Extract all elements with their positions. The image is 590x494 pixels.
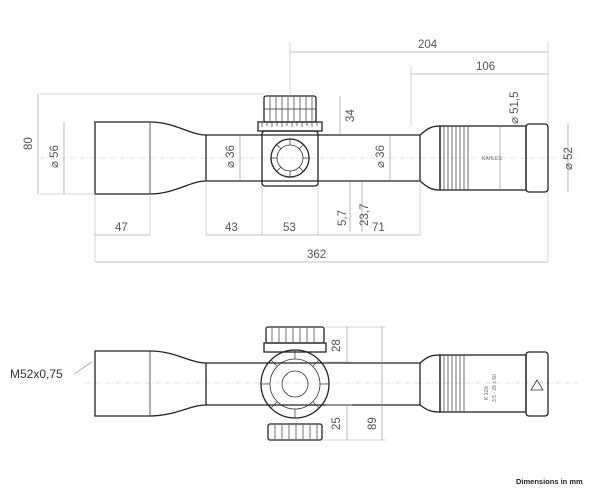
thread-label: M52x0,75 [10,367,63,381]
top-view: KAHLES [23,39,578,263]
power-ring-bottom-knurl [443,355,465,412]
dim-objective-bell: 47 [115,222,128,234]
dim-tube-rear-dia: ⌀ 36 [375,145,387,168]
dim-tube-rear: 71 [372,222,385,234]
triangle-marker-icon [530,379,544,391]
dim-mount-offset-a: 5,7 [337,210,349,226]
dim-tube-front: 43 [225,222,238,234]
main-tube-bottom [206,362,421,406]
dim-tube-front-dia: ⌀ 36 [225,145,237,168]
power-ring-taper-bottom [419,354,441,413]
side-knob-ridges [270,138,310,178]
dim-ocular-dia: ⌀ 52 [563,147,575,170]
dim-rear-section: 106 [476,61,495,73]
thread-leader [73,361,93,375]
ocular-mark-model: K 328i [484,386,490,400]
dimension-lines [37,51,569,263]
bottom-knob-knurl [274,425,318,439]
dim-turret-section: 53 [283,222,296,234]
windage-knob-center [281,370,309,398]
dim-mount-offset-b: 23,7 [359,204,371,226]
bottom-knob [267,423,323,441]
elevation-knob-knurl [264,97,316,121]
elevation-knob-bottom [265,326,325,344]
ocular-mark-spec: 3.5 - 28 x 50 [492,374,498,402]
elevation-scale-bottom [263,342,327,353]
windage-knob-ring [269,358,321,410]
dim-ocular-ring-dia: ⌀ 51,5 [509,91,521,124]
dim-front-to-turret: 204 [418,39,438,51]
eyepiece [525,123,549,193]
extension-lines [40,42,549,262]
objective-bell-bottom [94,350,207,417]
power-ring-knurl [443,126,469,190]
power-ring-bottom [439,354,527,413]
dim-overall-height: 89 [367,417,379,430]
eyepiece-bottom [525,351,549,417]
bottom-view: K 328i 3.5 - 28 x 50 M52x0,75 28 25 89 [10,326,578,441]
dim-overall-length: 362 [307,249,326,261]
dim-objective-dia: ⌀ 56 [49,145,61,168]
dim-turret-bottom: 25 [331,417,343,430]
bottom-dimension-lines [346,327,383,440]
brand-label: KAHLES [482,156,502,162]
turret-scale-ring [257,121,323,132]
dim-height-overall: 80 [23,137,35,150]
windage-knob-ridges [261,350,329,418]
turret-scale-ticks [261,122,318,127]
main-tube [206,134,421,182]
dim-turret-top: 28 [331,339,343,352]
dimensions-note: Dimensions in mm [516,477,583,486]
bottom-extension-lines [322,326,386,441]
dim-turret-height: 34 [345,109,357,122]
elevation-knob-bottom-knurl [271,328,315,342]
